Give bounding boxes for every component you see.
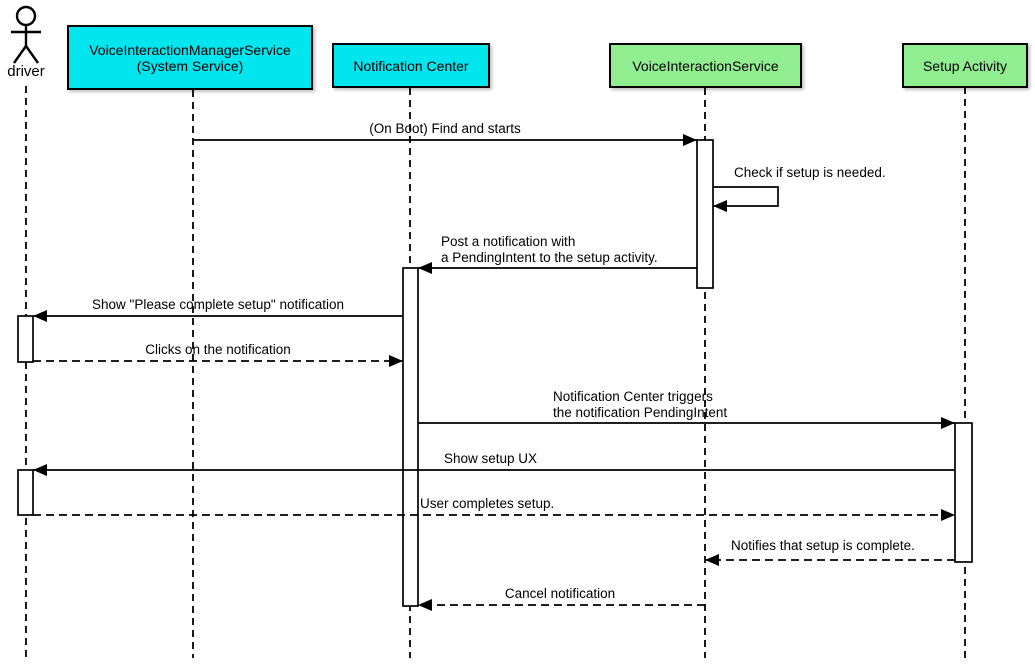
participant-notification-center: Notification Center — [332, 43, 490, 88]
participant-voice-interaction-manager-service: VoiceInteractionManagerService (System S… — [67, 25, 313, 90]
activation-driver-1 — [17, 315, 34, 363]
participant-voice-interaction-service: VoiceInteractionService — [609, 43, 802, 88]
activation-bars — [17, 139, 973, 607]
participant-setup-activity: Setup Activity — [902, 43, 1028, 88]
activation-voice-interaction-service — [696, 139, 714, 289]
activation-setup-activity — [954, 422, 973, 563]
participant-label: VoiceInteractionManagerService (System S… — [89, 41, 291, 74]
message-label-notifies-setup-complete: Notifies that setup is complete. — [731, 538, 915, 553]
message-label-post-notification: Post a notification with a PendingIntent… — [441, 234, 658, 265]
participant-label: Setup Activity — [922, 57, 1008, 74]
participant-label: Notification Center — [353, 57, 469, 74]
message-label-clicks-notification: Clicks on the notification — [145, 342, 291, 357]
message-label-check-if-setup-needed: Check if setup is needed. — [734, 165, 886, 180]
participant-label: VoiceInteractionService — [632, 57, 779, 74]
message-label-on-boot-find-and-starts: (On Boot) Find and starts — [369, 121, 521, 136]
participant-driver-label: driver — [7, 63, 45, 80]
actor-icon — [11, 5, 41, 64]
message-label-user-completes-setup: User completes setup. — [420, 496, 555, 511]
message-label-trigger-pending-intent: Notification Center triggers the notific… — [553, 389, 728, 420]
message-label-show-setup-ux: Show setup UX — [444, 451, 538, 466]
activation-driver-2 — [17, 469, 34, 516]
arrow-check-if-setup-needed-self — [713, 186, 779, 212]
message-label-cancel-notification: Cancel notification — [504, 586, 616, 601]
message-label-show-setup-notification: Show "Please complete setup" notificatio… — [92, 297, 344, 312]
activation-notification-center — [402, 267, 419, 607]
message-arrows — [33, 134, 955, 611]
